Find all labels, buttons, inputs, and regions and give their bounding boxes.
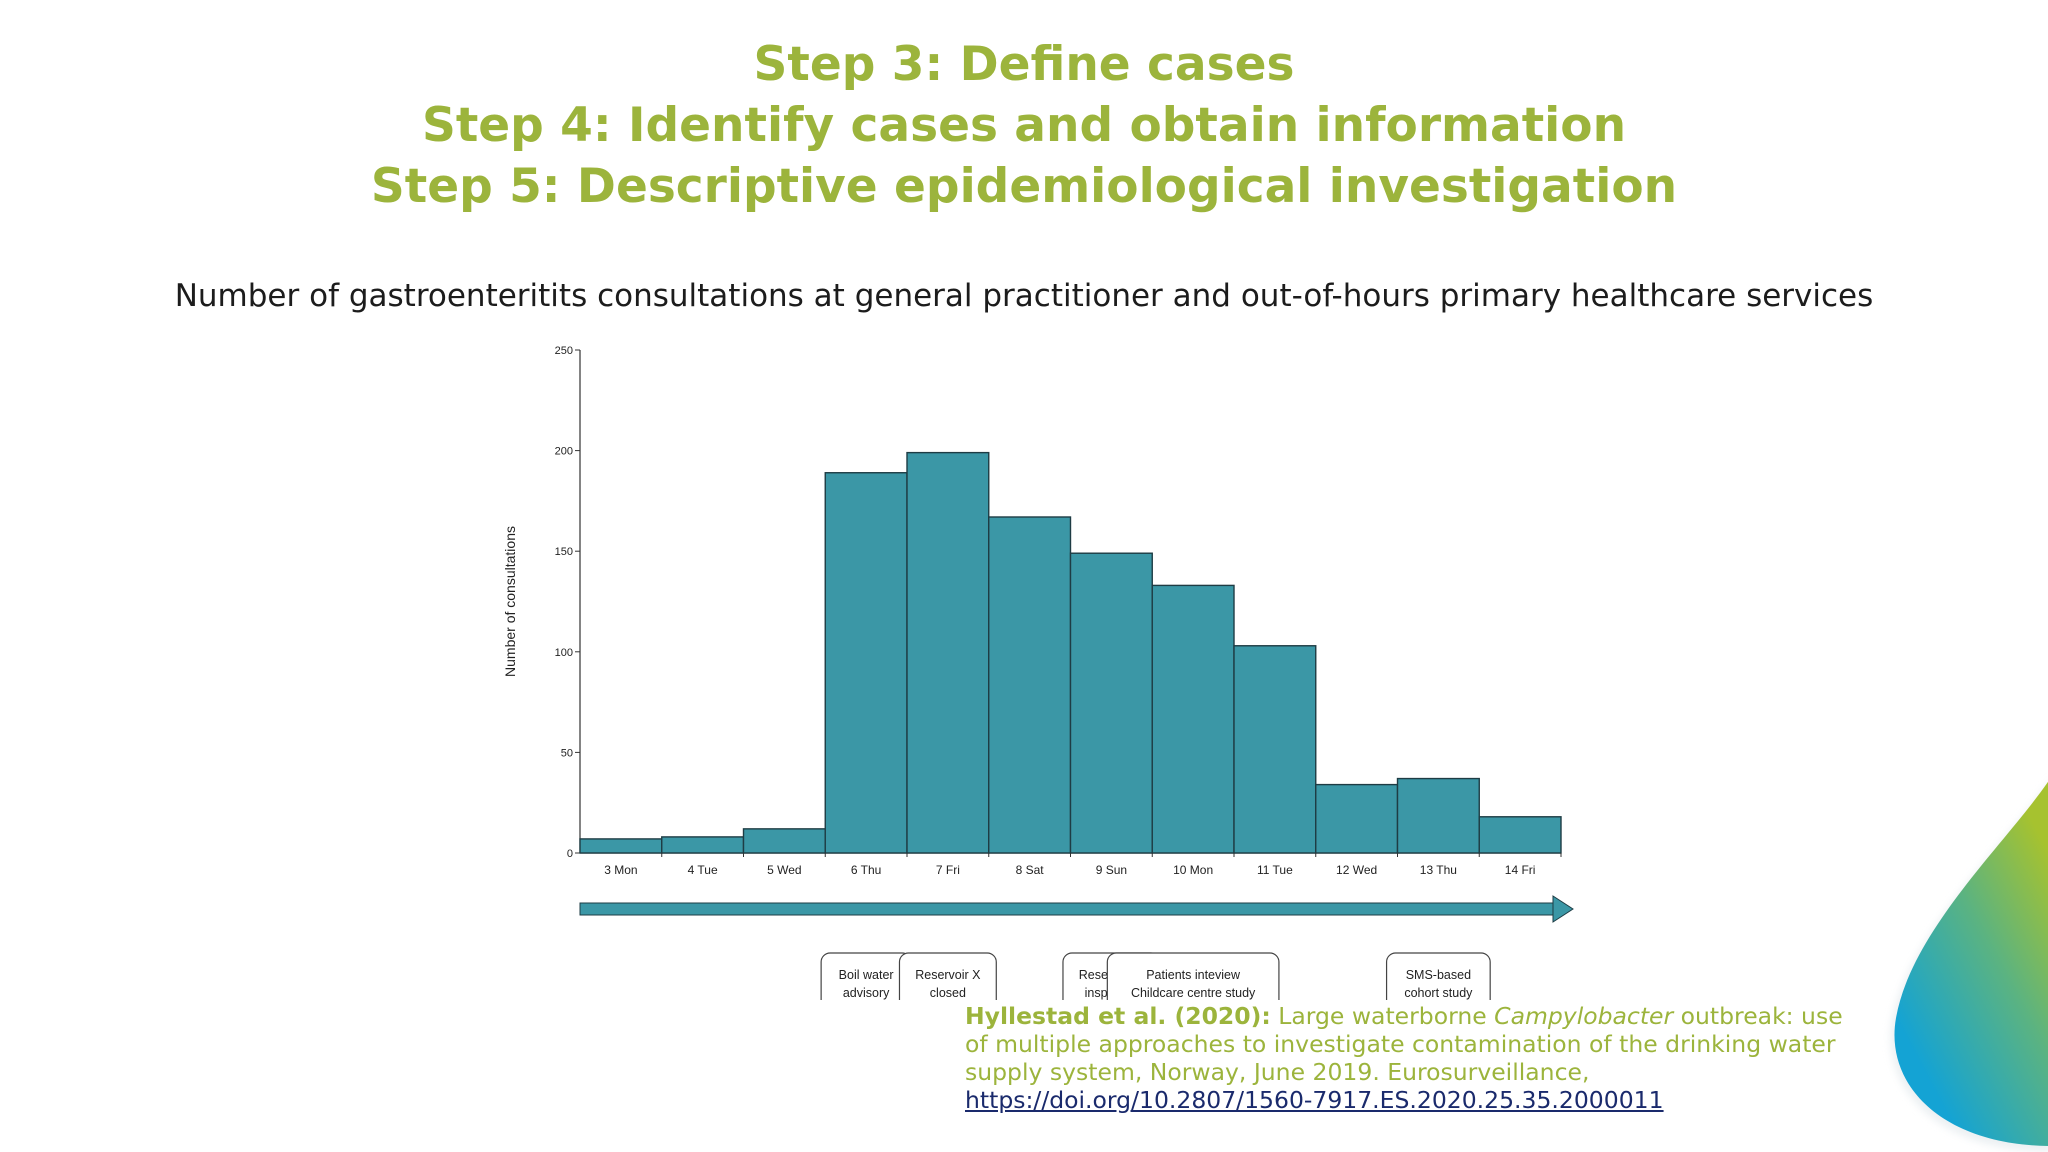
bar-8-sat: [988, 516, 1072, 854]
annotation-text: closed: [930, 986, 966, 1000]
y-tick-label: 50: [561, 747, 573, 759]
citation: Hyllestad et al. (2020): Large waterborn…: [965, 1002, 1865, 1114]
annotation-text: advisory: [843, 986, 890, 1000]
citation-text-pre: Large waterborne: [1270, 1002, 1495, 1030]
bar-13-thu: [1396, 777, 1480, 854]
x-tick-label: 11 Tue: [1257, 863, 1293, 877]
citation-authors: Hyllestad et al. (2020):: [965, 1002, 1271, 1030]
y-tick-label: 0: [567, 848, 573, 860]
slide-title: Step 3: Define cases Step 4: Identify ca…: [0, 34, 2048, 217]
annotation-box: [898, 952, 997, 1000]
y-tick-label: 250: [555, 345, 573, 357]
x-tick-label: 14 Fri: [1505, 863, 1536, 877]
bar-9-sun: [1069, 552, 1153, 854]
bar-6-thu: [824, 472, 908, 854]
bar-4-tue: [661, 836, 745, 854]
annotation-text: Reservoir X: [915, 968, 981, 982]
citation-doi-link[interactable]: https://doi.org/10.2807/1560-7917.ES.202…: [965, 1086, 1664, 1114]
bar-11-tue: [1233, 645, 1317, 854]
annotation-text: Patients inteview: [1146, 968, 1241, 982]
annotation-text: cohort study: [1404, 986, 1473, 1000]
x-tick-label: 3 Mon: [604, 863, 637, 877]
annotation-text: Boil water: [839, 968, 894, 982]
title-line-2: Step 4: Identify cases and obtain inform…: [421, 98, 1627, 153]
timeline-arrow-head: [1552, 895, 1574, 923]
title-line-3: Step 5: Descriptive epidemiological inve…: [370, 159, 1678, 214]
x-tick-label: 4 Tue: [688, 863, 718, 877]
x-tick-label: 13 Thu: [1420, 863, 1457, 877]
bar-12-wed: [1315, 783, 1399, 854]
bar-7-fri: [906, 451, 990, 854]
x-tick-label: 10 Mon: [1173, 863, 1213, 877]
y-tick-label: 100: [555, 647, 573, 659]
y-tick-label: 200: [555, 446, 573, 458]
x-tick-label: 8 Sat: [1016, 863, 1045, 877]
bar-14-fri: [1478, 816, 1562, 854]
bar-5-wed: [742, 828, 826, 854]
annotation-text: SMS-based: [1406, 968, 1471, 982]
bar-3-mon: [579, 838, 663, 854]
x-tick-label: 7 Fri: [936, 863, 960, 877]
citation-text-post: outbreak: use of multiple approaches to …: [965, 1002, 1843, 1086]
chart-subtitle: Number of gastroenteritits consultations…: [174, 278, 1874, 314]
bar-10-mon: [1151, 584, 1235, 854]
x-tick-label: 6 Thu: [851, 863, 881, 877]
title-line-1: Step 3: Define cases: [753, 37, 1295, 92]
water-drop-logo: [1890, 781, 2048, 1152]
y-axis-title: Number of consultations: [502, 526, 518, 677]
x-tick-label: 9 Sun: [1096, 863, 1127, 877]
x-tick-label: 5 Wed: [767, 863, 801, 877]
y-tick-label: 150: [555, 546, 573, 558]
citation-organism: Campylobacter: [1494, 1002, 1674, 1030]
timeline-arrow-shaft: [579, 902, 1554, 916]
x-tick-label: 12 Wed: [1336, 863, 1377, 877]
annotation-text: Childcare centre study: [1131, 986, 1256, 1000]
annotation-box: [1106, 952, 1280, 1000]
annotation-box: [1385, 952, 1491, 1000]
